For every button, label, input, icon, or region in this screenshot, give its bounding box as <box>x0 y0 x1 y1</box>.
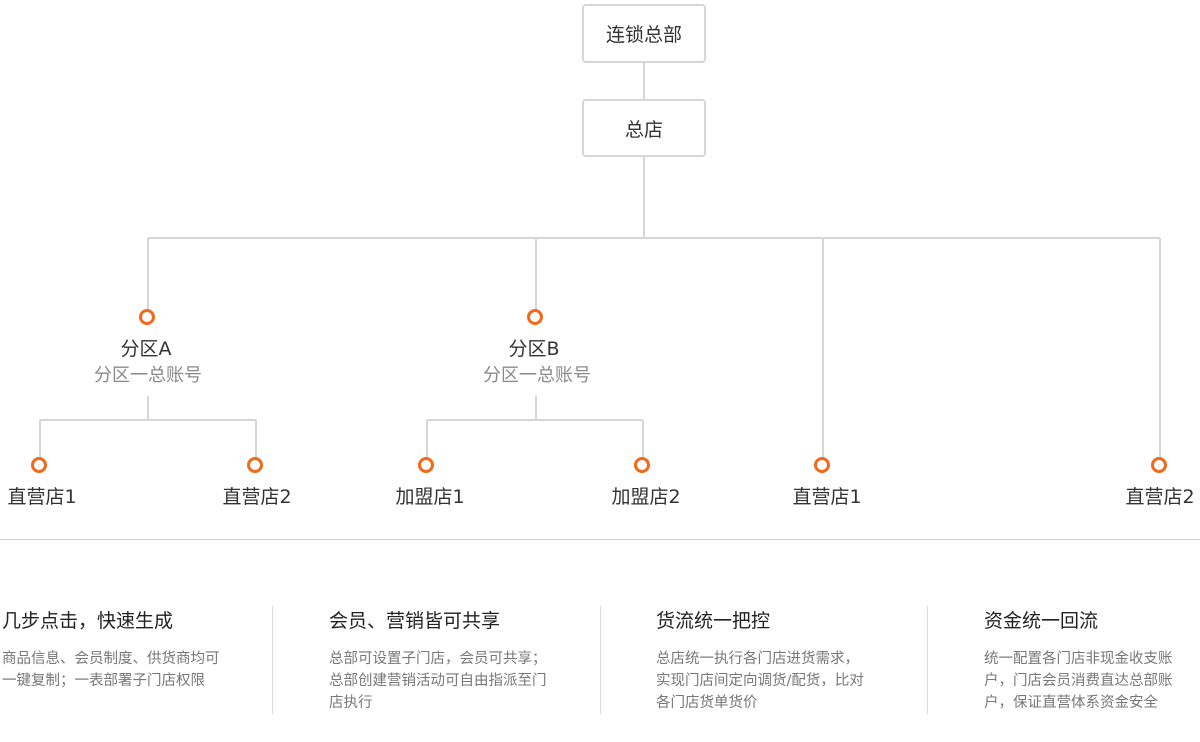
root-node-label: 连锁总部 <box>605 24 682 46</box>
feature-desc: 总部可设置子门店，会员可共享；总部创建营销活动可自由指派至门店执行 <box>329 651 547 711</box>
branch-a-dot <box>138 308 155 325</box>
main-store-node-label: 总店 <box>624 118 663 141</box>
branch-b-dot <box>526 308 543 325</box>
feature-title: 几步点击，快速生成 <box>2 610 174 632</box>
leaf-a1-dot <box>30 456 47 473</box>
section-divider <box>0 539 1200 540</box>
branch-a-label: 分区A <box>120 338 172 360</box>
feature-title: 会员、营销皆可共享 <box>329 610 501 632</box>
leaf-b2-label: 加盟店2 <box>611 486 681 508</box>
feature-member-sharing: 会员、营销皆可共享 总部可设置子门店，会员可共享；总部创建营销活动可自由指派至门… <box>329 606 551 714</box>
feature-separator <box>272 606 273 714</box>
connector-lines <box>39 63 1161 459</box>
leaf-b1-label: 加盟店1 <box>395 486 465 508</box>
feature-title: 货流统一把控 <box>656 610 771 632</box>
feature-goods-control: 货流统一把控 总店统一执行各门店进货需求，实现门店间定向调货/配货，比对各门店货… <box>656 606 872 714</box>
leaf-a1-label: 直营店1 <box>7 486 77 508</box>
feature-separator <box>600 606 601 714</box>
main-store-node-box: 总店 <box>582 99 706 157</box>
feature-desc: 商品信息、会员制度、供货商均可一键复制；一表部署子门店权限 <box>2 651 220 689</box>
leaf-direct2-dot <box>1150 456 1167 473</box>
leaf-a2-label: 直营店2 <box>222 486 292 508</box>
feature-desc: 总店统一执行各门店进货需求，实现门店间定向调货/配货，比对各门店货单货价 <box>656 651 864 711</box>
feature-title: 资金统一回流 <box>984 610 1099 632</box>
branch-b-label: 分区B <box>508 338 560 360</box>
feature-separator <box>927 606 928 714</box>
root-node-box: 连锁总部 <box>582 4 706 63</box>
leaf-direct2-label: 直营店2 <box>1125 486 1195 508</box>
feature-fund-return: 资金统一回流 统一配置各门店非现金收支账户，门店会员消费直达总部账户，保证直营体… <box>984 606 1198 714</box>
leaf-a2-dot <box>246 456 263 473</box>
leaf-b2-dot <box>633 456 650 473</box>
leaf-b1-dot <box>417 456 434 473</box>
branch-a-note: 分区一总账号 <box>94 365 202 386</box>
leaf-direct1-label: 直营店1 <box>792 486 862 508</box>
feature-desc: 统一配置各门店非现金收支账户，门店会员消费直达总部账户，保证直营体系资金安全 <box>984 651 1173 711</box>
feature-quick-generate: 几步点击，快速生成 商品信息、会员制度、供货商均可一键复制；一表部署子门店权限 <box>2 606 224 692</box>
leaf-direct1-dot <box>813 456 830 473</box>
branch-b-note: 分区一总账号 <box>483 365 591 386</box>
